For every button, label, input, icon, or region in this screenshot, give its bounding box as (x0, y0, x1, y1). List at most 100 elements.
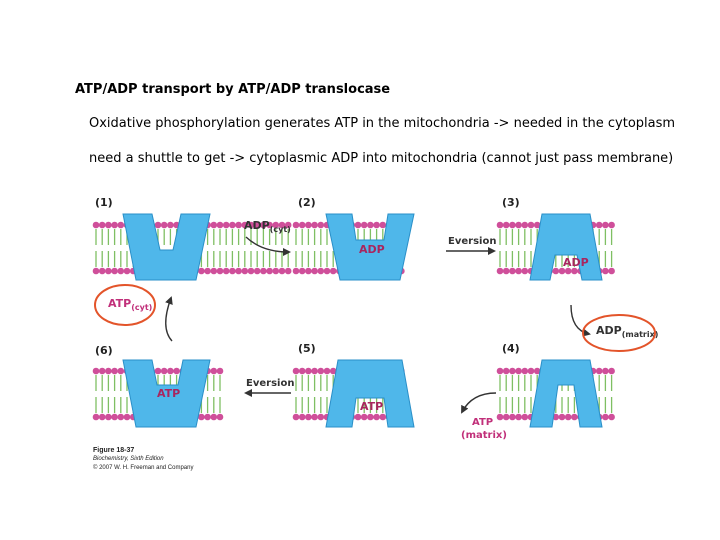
lipid-head (305, 414, 312, 421)
lipid-head (217, 268, 224, 275)
figure-book-title: Biochemistry, Sixth Edition (93, 456, 164, 462)
lipid-head (608, 222, 615, 229)
lipid-head (293, 222, 300, 229)
step-6-label: (6) (95, 344, 113, 357)
lipid-head (509, 268, 516, 275)
eversion-label-top: Eversion (448, 236, 496, 247)
lipid-head (497, 414, 504, 421)
lipid-head (293, 268, 300, 275)
lipid-head (355, 222, 362, 229)
adp-matrix-label: ADP(matrix) (596, 324, 658, 339)
lipid-head (305, 268, 312, 275)
lipid-head (118, 222, 125, 229)
lipid-head (223, 268, 230, 275)
atp-cyt-label: ATP(cyt) (108, 297, 152, 312)
lipid-head (211, 368, 218, 375)
figure-copyright: © 2007 W. H. Freeman and Company (93, 465, 193, 471)
lipid-head (522, 414, 529, 421)
lipid-head (373, 222, 380, 229)
lipid-head (285, 268, 292, 275)
lipid-head (608, 268, 615, 275)
lipid-head (503, 368, 510, 375)
lipid-head (161, 368, 168, 375)
lipid-head (99, 222, 106, 229)
lipid-head (118, 414, 125, 421)
lipid-head (279, 268, 286, 275)
bound-atp-step-5: ATP (360, 400, 383, 413)
lipid-head (497, 222, 504, 229)
lipid-head (503, 268, 510, 275)
eversion-label-bottom: Eversion (246, 378, 294, 389)
lipid-head (118, 268, 125, 275)
lipid-head (311, 368, 318, 375)
lipid-head (293, 414, 300, 421)
lipid-head (124, 414, 131, 421)
lipid-head (111, 368, 118, 375)
lipid-head (167, 222, 174, 229)
lipid-head (299, 414, 306, 421)
step-5-label: (5) (298, 342, 316, 355)
lipid-head (596, 368, 603, 375)
lipid-head (318, 222, 325, 229)
lipid-head (515, 368, 522, 375)
lipid-head (217, 368, 224, 375)
lipid-head (311, 414, 318, 421)
bound-adp-step-3: ADP (563, 256, 589, 269)
lipid-head (367, 222, 374, 229)
lipid-head (380, 222, 387, 229)
lipid-head (299, 222, 306, 229)
bound-atp-step-6: ATP (157, 387, 180, 400)
lipid-head (229, 268, 236, 275)
step-1-label: (1) (95, 196, 113, 209)
adp-cyt-label: ADP(cyt) (244, 219, 291, 234)
lipid-head (515, 222, 522, 229)
arrow-atp-release (166, 298, 172, 341)
lipid-head (608, 368, 615, 375)
lipid-head (93, 368, 100, 375)
lipid-head (111, 222, 118, 229)
lipid-head (248, 268, 255, 275)
lipid-head (105, 414, 112, 421)
lipid-head (311, 268, 318, 275)
lipid-head (497, 268, 504, 275)
lipid-head (111, 268, 118, 275)
lipid-head (509, 414, 516, 421)
lipid-head (305, 222, 312, 229)
arrow-adp-release (571, 305, 589, 334)
lipid-head (522, 368, 529, 375)
lipid-head (211, 268, 218, 275)
lipid-head (299, 368, 306, 375)
lipid-head (559, 414, 566, 421)
lipid-head (111, 414, 118, 421)
lipid-head (217, 222, 224, 229)
lipid-head (553, 268, 560, 275)
arrow-atp-binding (462, 393, 496, 412)
lipid-head (602, 268, 609, 275)
lipid-head (93, 268, 100, 275)
lipid-head (266, 268, 273, 275)
lipid-head (515, 268, 522, 275)
lipid-head (522, 268, 529, 275)
lipid-head (305, 368, 312, 375)
lipid-head (105, 368, 112, 375)
lipid-head (571, 414, 578, 421)
lipid-head (515, 414, 522, 421)
lipid-head (93, 222, 100, 229)
lipid-head (211, 222, 218, 229)
lipid-head (161, 222, 168, 229)
lipid-head (99, 368, 106, 375)
step-2-label: (2) (298, 196, 316, 209)
lipid-head (602, 368, 609, 375)
lipid-head (105, 268, 112, 275)
lipid-head (93, 414, 100, 421)
lipid-head (355, 414, 362, 421)
atp-matrix-main: ATP (472, 417, 493, 428)
lipid-head (173, 368, 180, 375)
lipid-head (503, 414, 510, 421)
atp-matrix-sub: (matrix) (461, 430, 507, 441)
lipid-head (509, 222, 516, 229)
lipid-head (105, 222, 112, 229)
lipid-head (260, 268, 267, 275)
lipid-head (167, 368, 174, 375)
step-3-label: (3) (502, 196, 520, 209)
